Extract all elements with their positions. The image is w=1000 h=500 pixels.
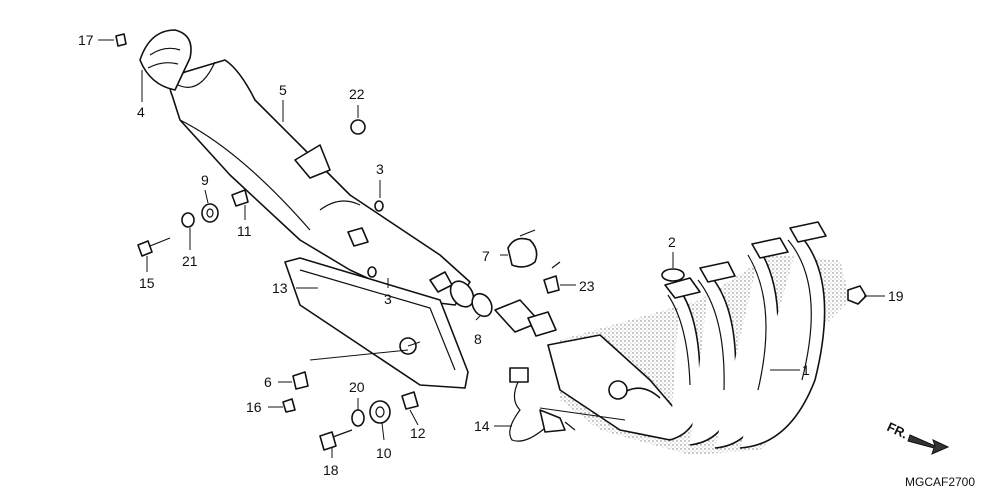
callout-2: 2 <box>668 234 676 250</box>
leader-lines <box>98 39 885 458</box>
callout-15: 15 <box>139 275 155 291</box>
bolt-18-icon <box>319 429 353 451</box>
callout-1: 1 <box>802 362 810 378</box>
joint-pipe <box>494 299 557 337</box>
callout-10: 10 <box>376 445 392 461</box>
callout-labels: 17 4 5 22 3 9 11 21 15 13 3 7 8 23 2 19 … <box>78 32 904 478</box>
callout-3b: 3 <box>384 291 392 307</box>
callout-18: 18 <box>323 462 339 478</box>
callout-4: 4 <box>137 104 145 120</box>
callout-3a: 3 <box>376 161 384 177</box>
bolt-15-icon <box>137 237 171 257</box>
callout-5: 5 <box>279 82 287 98</box>
bolt-23-icon <box>543 261 561 294</box>
callout-22: 22 <box>349 86 365 102</box>
diagram-code: MGCAF2700 <box>905 475 975 489</box>
front-direction-indicator: FR. <box>885 419 950 455</box>
mount-rubber-10-icon <box>369 400 391 424</box>
callout-14: 14 <box>474 418 490 434</box>
callout-21: 21 <box>182 253 198 269</box>
end-cap-part <box>139 29 192 91</box>
manifold-gasket-part <box>661 268 685 282</box>
gasket-part <box>471 292 493 318</box>
washer-21-icon <box>181 212 195 228</box>
front-arrow-icon <box>907 434 950 455</box>
callout-8: 8 <box>474 331 482 347</box>
collar-11-icon <box>231 189 249 207</box>
callout-16: 16 <box>246 399 262 415</box>
collar-12-icon <box>401 391 419 410</box>
nut-3b-icon <box>367 266 377 278</box>
washer-20-icon <box>351 409 365 427</box>
o2-sensor-part <box>509 367 576 442</box>
callout-6: 6 <box>264 374 272 390</box>
band-part <box>507 229 538 268</box>
nut-3a-icon <box>374 200 384 212</box>
bolt-17-icon <box>115 33 127 47</box>
collar-6-icon <box>292 371 309 390</box>
bolt-16-icon <box>282 398 296 413</box>
callout-12: 12 <box>410 425 426 441</box>
front-label: FR. <box>885 419 910 441</box>
callout-19: 19 <box>888 288 904 304</box>
nut-19-icon <box>847 285 867 305</box>
callout-9: 9 <box>201 172 209 188</box>
mount-rubber-9-icon <box>201 203 219 223</box>
callout-23: 23 <box>579 278 595 294</box>
nut-22-icon <box>350 119 366 135</box>
callout-20: 20 <box>349 379 365 395</box>
callout-7: 7 <box>482 248 490 264</box>
exhaust-manifold-part <box>547 221 827 449</box>
callout-17: 17 <box>78 32 94 48</box>
callout-11: 11 <box>237 223 252 239</box>
callout-13: 13 <box>272 280 288 296</box>
